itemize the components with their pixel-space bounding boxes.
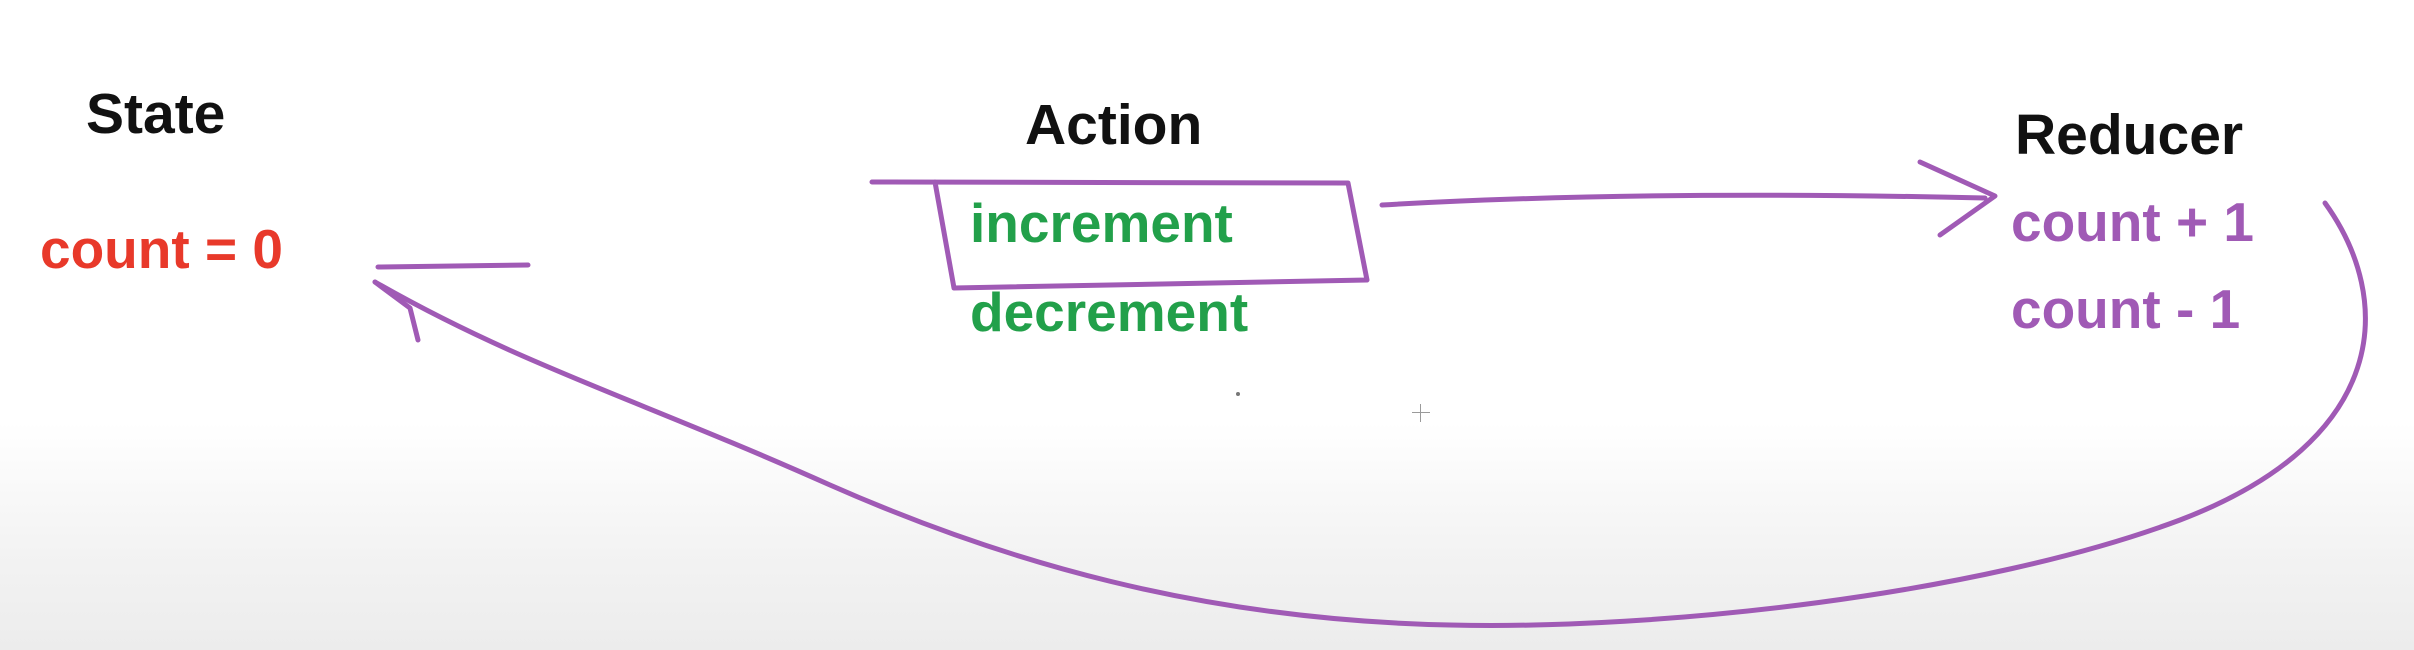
action-to-reducer-arrowhead (1917, 159, 1998, 238)
reducer-to-state-arrowhead (372, 279, 421, 343)
cursor-mark (1236, 392, 1240, 396)
reducer-to-state-loop (372, 200, 2368, 628)
reducer-increment-expression: count + 1 (2011, 191, 2254, 253)
action-heading: Action (1025, 93, 1203, 157)
increment-highlight-box (869, 179, 1370, 291)
action-increment: increment (970, 192, 1233, 254)
state-heading: State (86, 82, 226, 146)
reducer-heading: Reducer (2015, 103, 2244, 167)
reducer-decrement-expression: count - 1 (2011, 278, 2241, 340)
state-pointer-stroke (375, 262, 531, 270)
action-decrement: decrement (970, 281, 1249, 343)
crosshair-mark (1412, 404, 1430, 422)
action-to-reducer-arrow (1379, 192, 1988, 208)
state-count-value: count = 0 (40, 218, 283, 280)
